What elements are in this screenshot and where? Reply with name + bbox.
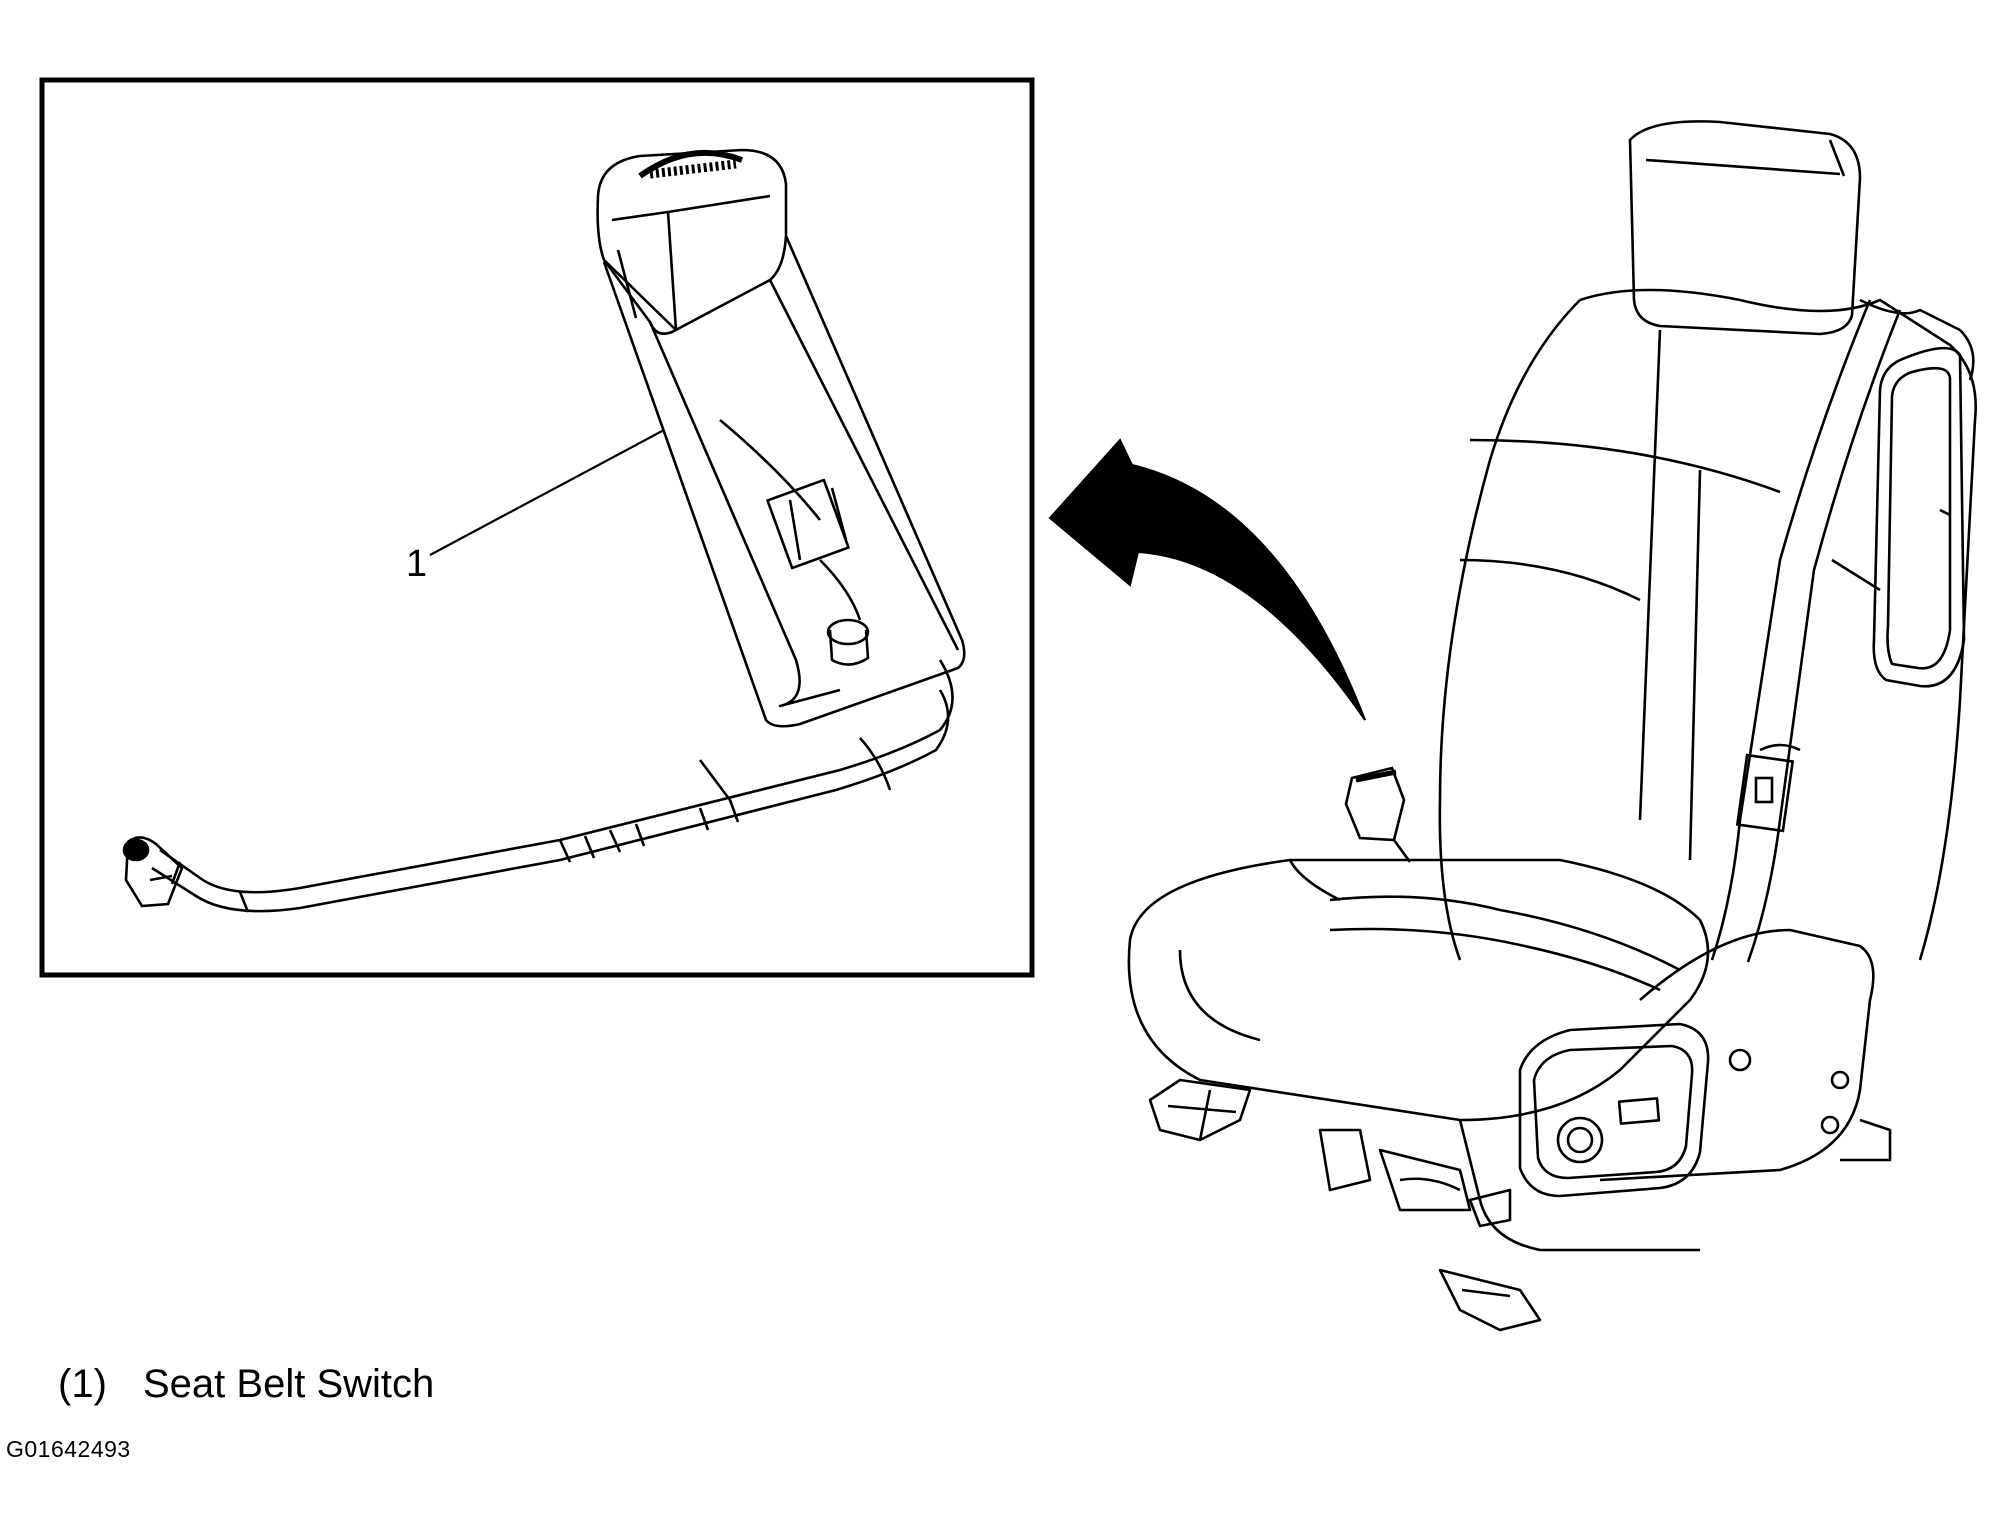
figure-id: G01642493	[6, 1436, 131, 1462]
legend-label: Seat Belt Switch	[143, 1362, 435, 1406]
callout-number: 1	[406, 543, 427, 585]
harness-connector	[122, 836, 184, 908]
figure-legend: (1) Seat Belt Switch	[58, 1362, 434, 1407]
switch-wiring-harness	[151, 659, 954, 913]
detail-inset-frame	[39, 77, 1035, 978]
legend-number: (1)	[58, 1362, 107, 1406]
seat-track-base	[1148, 1078, 1892, 1332]
seat-back	[1438, 288, 1977, 961]
callout-leader-line	[429, 429, 665, 556]
curved-arrow	[1048, 438, 1366, 721]
seat-headrest	[1628, 120, 1862, 336]
shoulder-belt	[1710, 299, 1902, 963]
seat-belt-buckle-on-seat	[1344, 766, 1412, 863]
seat-side-trim	[1518, 928, 1875, 1198]
seat-belt-buckle-detail	[596, 148, 966, 728]
